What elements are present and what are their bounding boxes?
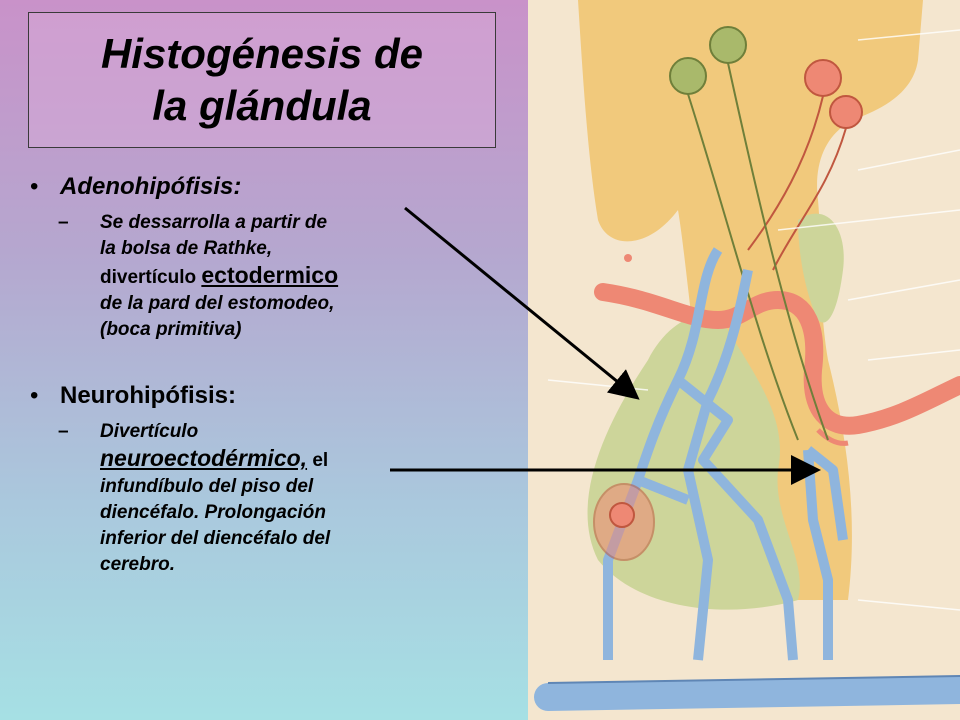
neuro-line-4: diencéfalo. Prolongación xyxy=(100,502,326,523)
red-neuron-cell xyxy=(804,59,842,97)
cell-nucleus xyxy=(609,502,635,528)
bullet-marker: • xyxy=(30,173,39,200)
title-box: Histogénesis de la glándula xyxy=(28,12,496,148)
neuro-line-5: inferior del diencéfalo del xyxy=(100,528,331,549)
sub-marker: – xyxy=(58,421,69,442)
bottom-vein xyxy=(534,676,960,711)
neuro-line-2: neuroectodérmico, el xyxy=(100,445,450,474)
sub-marker: – xyxy=(58,212,69,233)
red-neuron-dot xyxy=(624,254,632,262)
adeno-line-2: la bolsa de Rathke, xyxy=(100,238,273,259)
sub-bullet-neuro: – Divertículo neuroectodérmico, el infun… xyxy=(58,419,450,578)
adeno-line-5: (boca primitiva) xyxy=(100,319,242,340)
pituitary-illustration xyxy=(528,0,960,720)
adeno-line-3: divertículo ectodermico xyxy=(100,262,450,291)
title-line-1: Histogénesis de xyxy=(100,30,424,77)
sub-bullet-adeno: – Se dessarrolla a partir de la bolsa de… xyxy=(58,210,450,343)
green-neuron-cell xyxy=(669,57,707,95)
neuro-term-neuroectodermico: neuroectodérmico, xyxy=(100,445,308,471)
pars-tuberalis-tissue xyxy=(798,213,844,323)
portal-vein-network xyxy=(603,247,848,661)
neuro-line-3: infundíbulo del piso del xyxy=(100,476,314,497)
adeno-line-1: Se dessarrolla a partir de xyxy=(100,212,328,233)
bullet-neurohipofisis: • Neurohipófisis: xyxy=(30,379,450,413)
bullet-heading: Neurohipófisis: xyxy=(60,382,237,409)
title-line-2: la glándula xyxy=(152,82,372,129)
axon-line xyxy=(772,127,847,271)
neuro-line-1: Divertículo xyxy=(100,421,199,442)
neuro-line-6: cerebro. xyxy=(100,554,175,575)
bullet-heading: Adenohipófisis: xyxy=(60,173,242,200)
neuro-line-2-post: el xyxy=(307,450,329,471)
slide-title: Histogénesis de la glándula xyxy=(101,28,423,132)
bullet-adenohipofisis: • Adenohipófisis: xyxy=(30,170,450,204)
adeno-line-4: de la pard del estomodeo, xyxy=(100,293,335,314)
axon-line xyxy=(747,95,824,251)
bottom-vein-edge xyxy=(547,675,960,684)
axon-line xyxy=(727,62,829,441)
adeno-term-ectodermico: ectodermico xyxy=(201,262,339,288)
bullet-list: • Adenohipófisis: – Se dessarrolla a par… xyxy=(30,170,450,578)
bullet-marker: • xyxy=(30,382,39,409)
adeno-line-3-pre: divertículo xyxy=(100,267,202,288)
red-neuron-cell xyxy=(829,95,863,129)
sub-text-adeno: Se dessarrolla a partir de la bolsa de R… xyxy=(100,210,450,343)
green-neuron-cell xyxy=(709,26,747,64)
artery-branch xyxy=(816,428,849,446)
sub-text-neuro: Divertículo neuroectodérmico, el infundí… xyxy=(100,419,450,578)
